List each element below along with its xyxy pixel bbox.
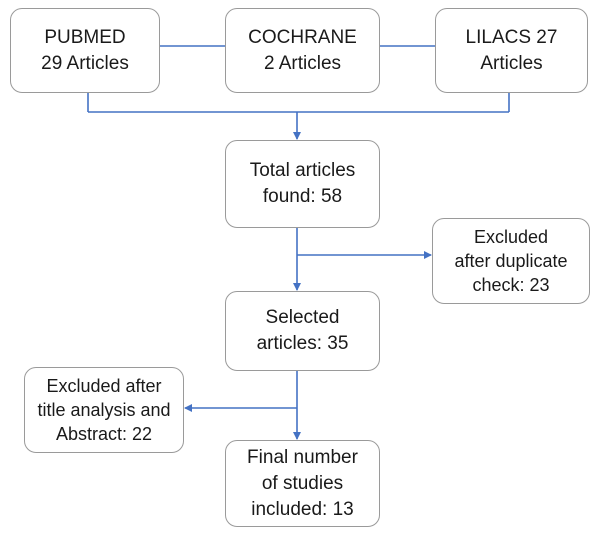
source-pubmed-name: PUBMED: [44, 26, 126, 48]
source-lilacs-count: Articles: [480, 52, 543, 74]
source-box-lilacs: LILACS 27 Articles: [435, 8, 588, 93]
final-studies-box: Final number of studies included: 13: [225, 440, 380, 527]
source-lilacs-name: LILACS 27: [465, 26, 558, 48]
excluded-duplicates-box: Excluded after duplicate check: 23: [432, 218, 590, 304]
selected-articles-line1: Selected: [265, 307, 340, 328]
excluded-title-line2: title analysis and: [37, 400, 171, 420]
source-pubmed-count: 29 Articles: [41, 52, 129, 74]
final-studies-line1: Final number: [247, 446, 358, 468]
source-box-cochrane: COCHRANE 2 Articles: [225, 8, 380, 93]
excluded-title-line1: Excluded after: [46, 376, 162, 396]
selected-articles-box: Selected articles: 35: [225, 291, 380, 371]
excluded-duplicates-line3: check: 23: [472, 275, 550, 295]
source-cochrane-name: COCHRANE: [248, 26, 357, 48]
excluded-duplicates-line1: Excluded: [473, 227, 549, 247]
final-studies-line3: included: 13: [251, 498, 354, 520]
excluded-title-abstract-box: Excluded after title analysis and Abstra…: [24, 367, 184, 453]
total-articles-box: Total articles found: 58: [225, 140, 380, 228]
source-cochrane-count: 2 Articles: [263, 52, 342, 74]
excluded-title-line3: Abstract: 22: [55, 424, 153, 444]
final-studies-line2: of studies: [261, 472, 344, 494]
source-box-pubmed: PUBMED 29 Articles: [10, 8, 160, 93]
total-articles-line2: found: 58: [262, 186, 343, 207]
selected-articles-line2: articles: 35: [256, 333, 349, 354]
excluded-duplicates-line2: after duplicate: [454, 251, 568, 271]
total-articles-line1: Total articles: [249, 160, 356, 181]
